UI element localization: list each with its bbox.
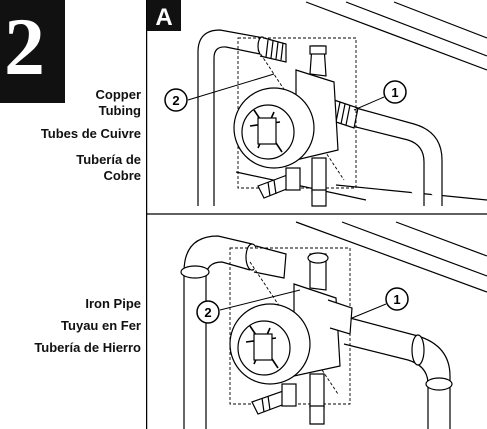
callout-top-2-text: 2: [172, 93, 179, 108]
copper-label-line1: Copper: [95, 87, 142, 102]
callout-bottom-2-text: 2: [204, 305, 211, 320]
iron-label-fr: Tuyau en Fer: [61, 318, 141, 333]
iron-label-en: Iron Pipe: [85, 296, 141, 311]
illustration-panel: A: [146, 0, 487, 429]
callout-top-1-text: 1: [391, 85, 398, 100]
callout-bottom-2: 2: [196, 289, 301, 324]
copper-label-fr: Tubes de Cuivre: [40, 126, 141, 141]
iron-label-es: Tubería de Hierro: [34, 340, 141, 355]
callout-top-2: 2: [164, 73, 275, 112]
copper-label-line2: Tubing: [98, 103, 141, 118]
copper-valve-drawing: [197, 1, 487, 207]
callout-top-1: 1: [353, 80, 407, 111]
callout-bottom-1-text: 1: [393, 292, 400, 307]
copper-label-es: Tubería de Cobre: [76, 152, 141, 184]
copper-label-en: Copper Tubing: [96, 87, 142, 119]
step-number: 2: [4, 1, 45, 92]
copper-label-es-line1: Tubería de: [76, 152, 141, 167]
callout-bottom-1: 1: [351, 287, 409, 319]
copper-label-es-line2: Cobre: [103, 168, 141, 183]
step-number-block: 2: [0, 0, 65, 103]
panel-letter: A: [155, 4, 172, 31]
valve-illustration: A: [146, 0, 487, 429]
iron-valve-drawing: [180, 221, 487, 429]
panel-letter-box: [147, 0, 181, 31]
